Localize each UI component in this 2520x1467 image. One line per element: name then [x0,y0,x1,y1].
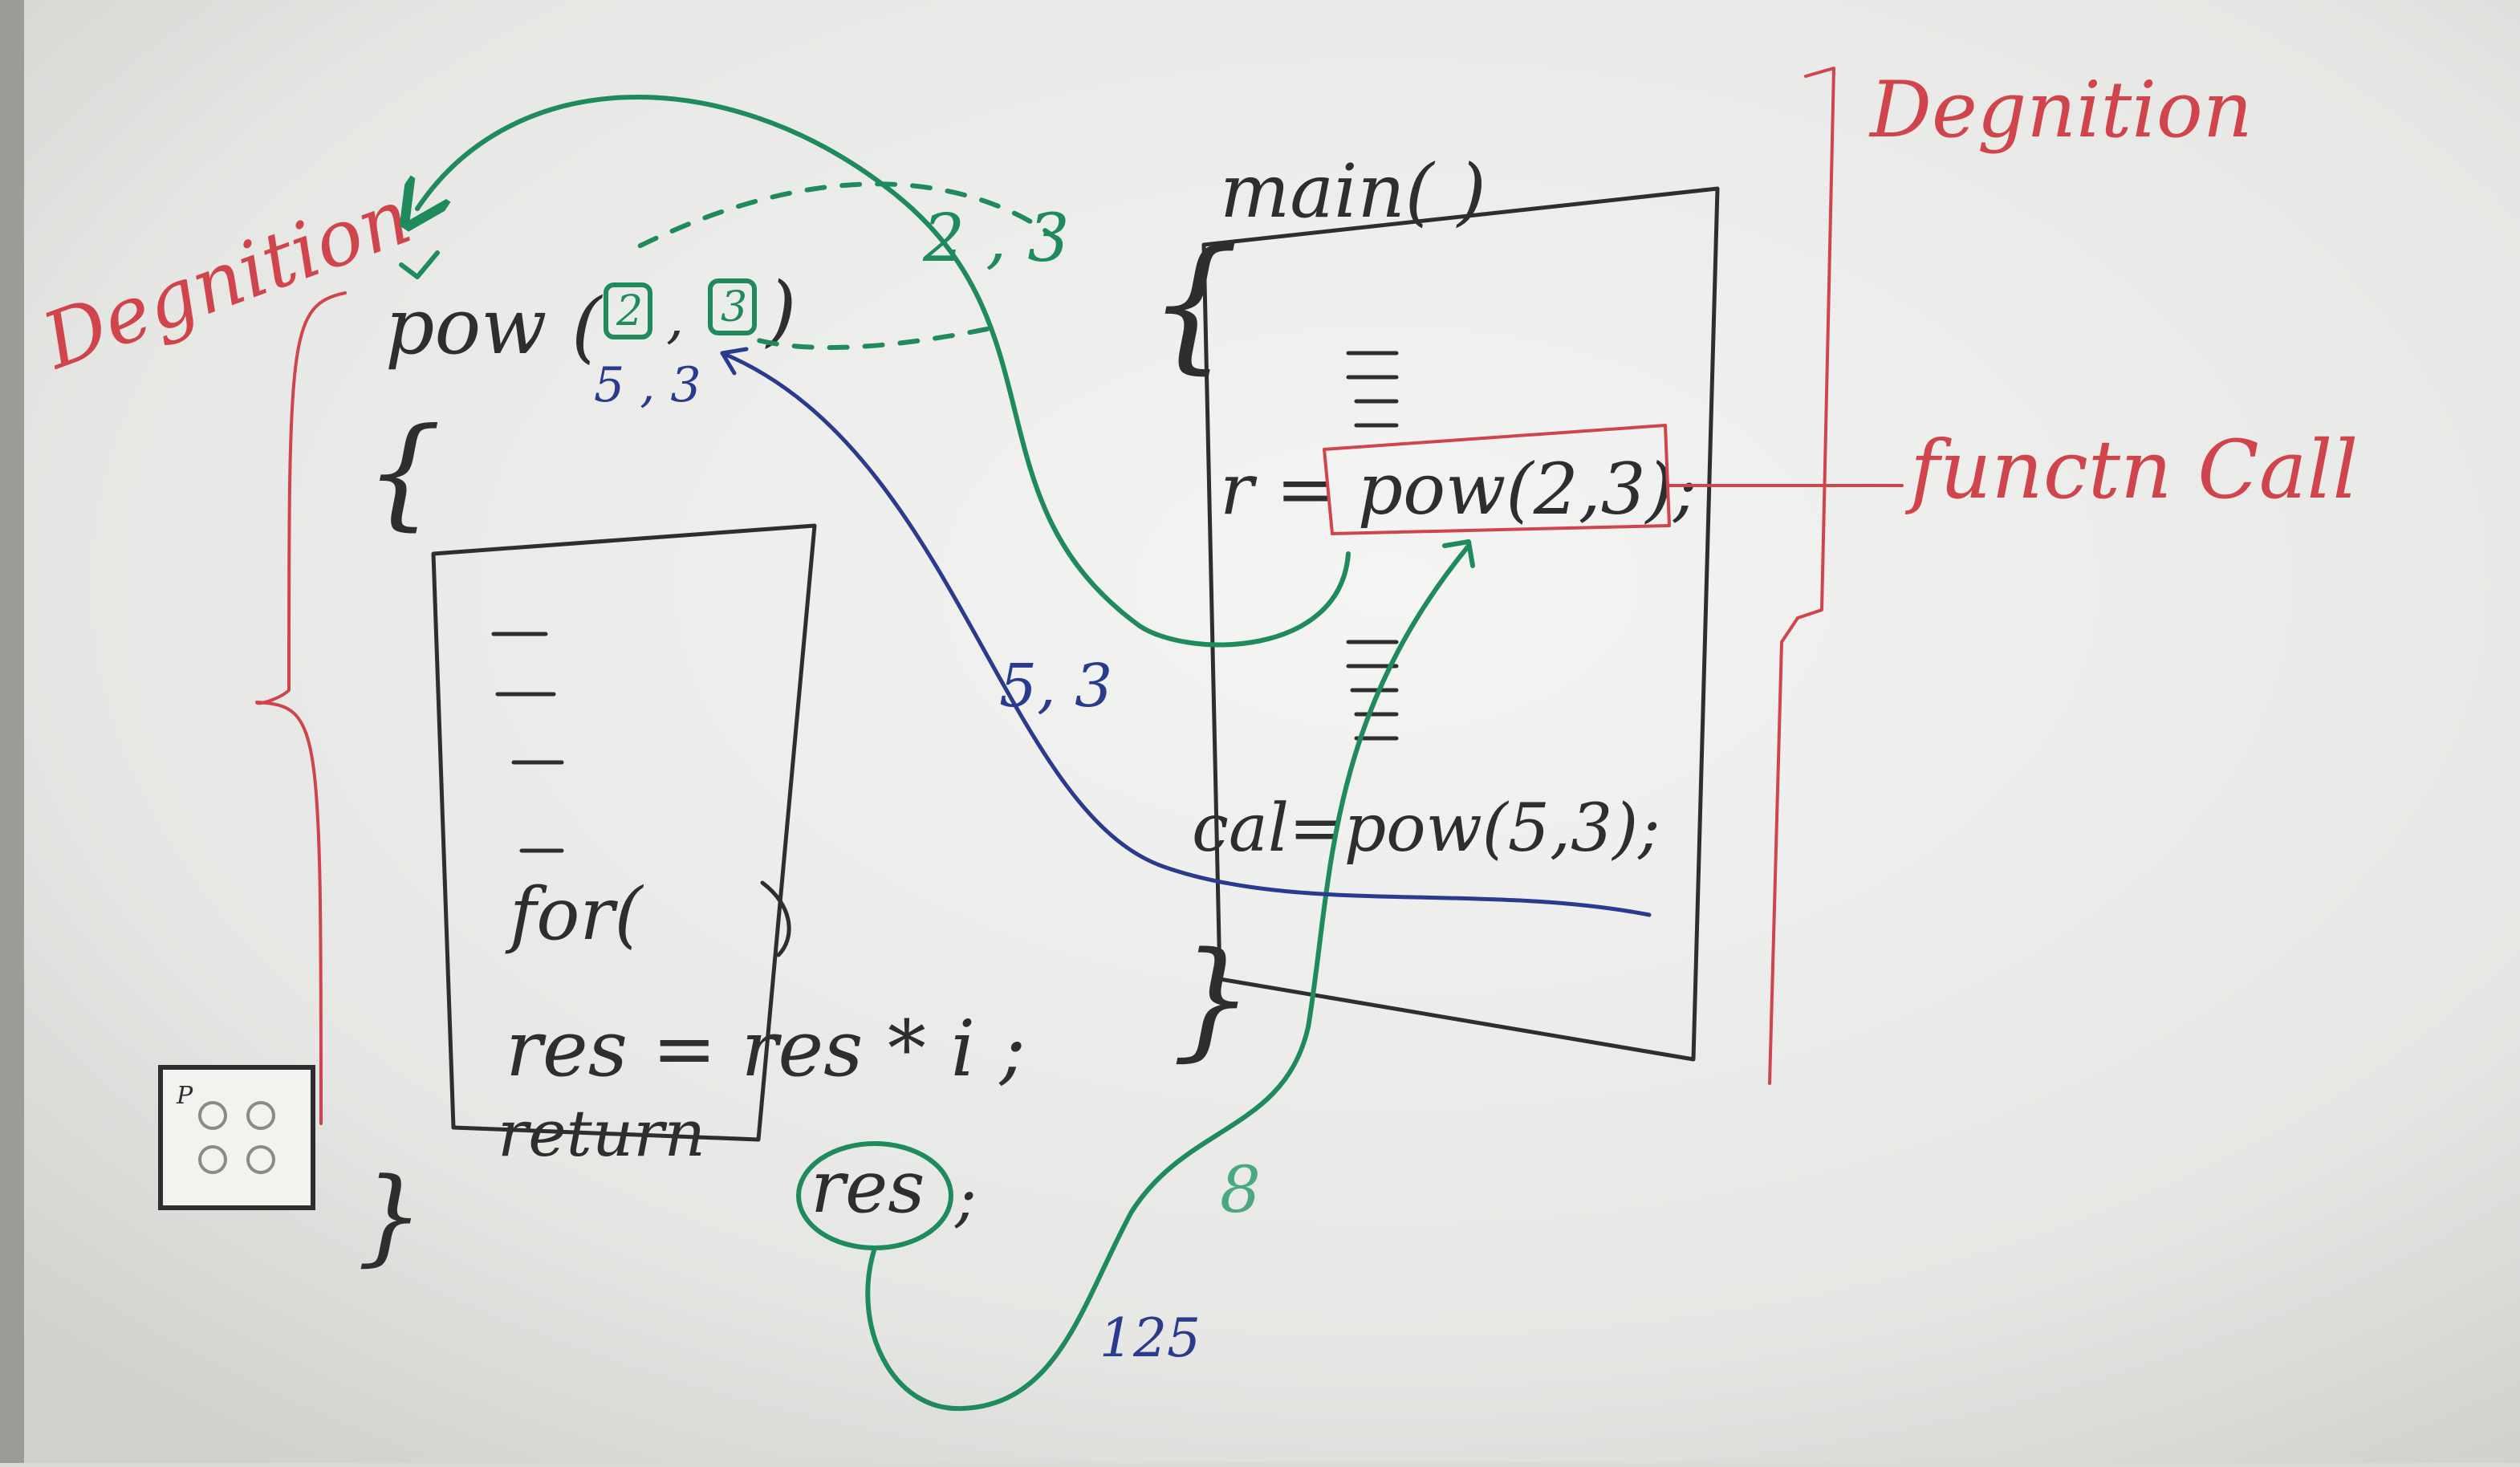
call-line-1: r = pow(2,3); [1220,448,1697,530]
wall-switch: P [158,1065,315,1210]
pow-comma: , [666,285,684,351]
args-blue-small: 5 , 3 [594,357,701,413]
pow-close-brace: } [357,1155,424,1277]
function-call-annotation: functn Call [1323,423,2358,535]
main-open-brace: { [1148,220,1240,388]
pow-param-b: 3 [721,283,747,331]
board-left-edge [0,0,24,1463]
blue-arrow: 5, 3 125 [720,347,1652,1369]
switch-label: P [176,1082,193,1110]
result-8: 8 [1220,1152,1261,1227]
main-block: main( ) { r = pow(2,3); cal=pow(5,3); } [1148,148,1720,1074]
green-arrows: 2 , 3 8 [401,95,1475,1412]
result-125: 125 [1099,1307,1201,1369]
definition-right-label: Degnition [1868,65,2253,155]
body-return: return [498,1096,705,1171]
args-blue-curve: 5, 3 [999,652,1112,721]
function-call-label: functn Call [1904,423,2358,517]
body-res: res = res * i ; [506,1004,1026,1094]
body-for: for( [505,872,644,957]
main-close-brace: } [1172,924,1254,1074]
main-header: main( ) [1220,148,1486,234]
args-green: 2 , 3 [922,201,1070,277]
return-semicolon: ; [954,1160,977,1235]
pow-header: pow ( [385,282,604,372]
pow-open-brace: { [365,403,441,543]
right-definition-annotation: Degnition [1768,65,2253,1085]
call-line-2: cal=pow(5,3); [1192,790,1660,867]
return-value: res [811,1145,925,1229]
pow-param-a: 2 [616,287,643,335]
